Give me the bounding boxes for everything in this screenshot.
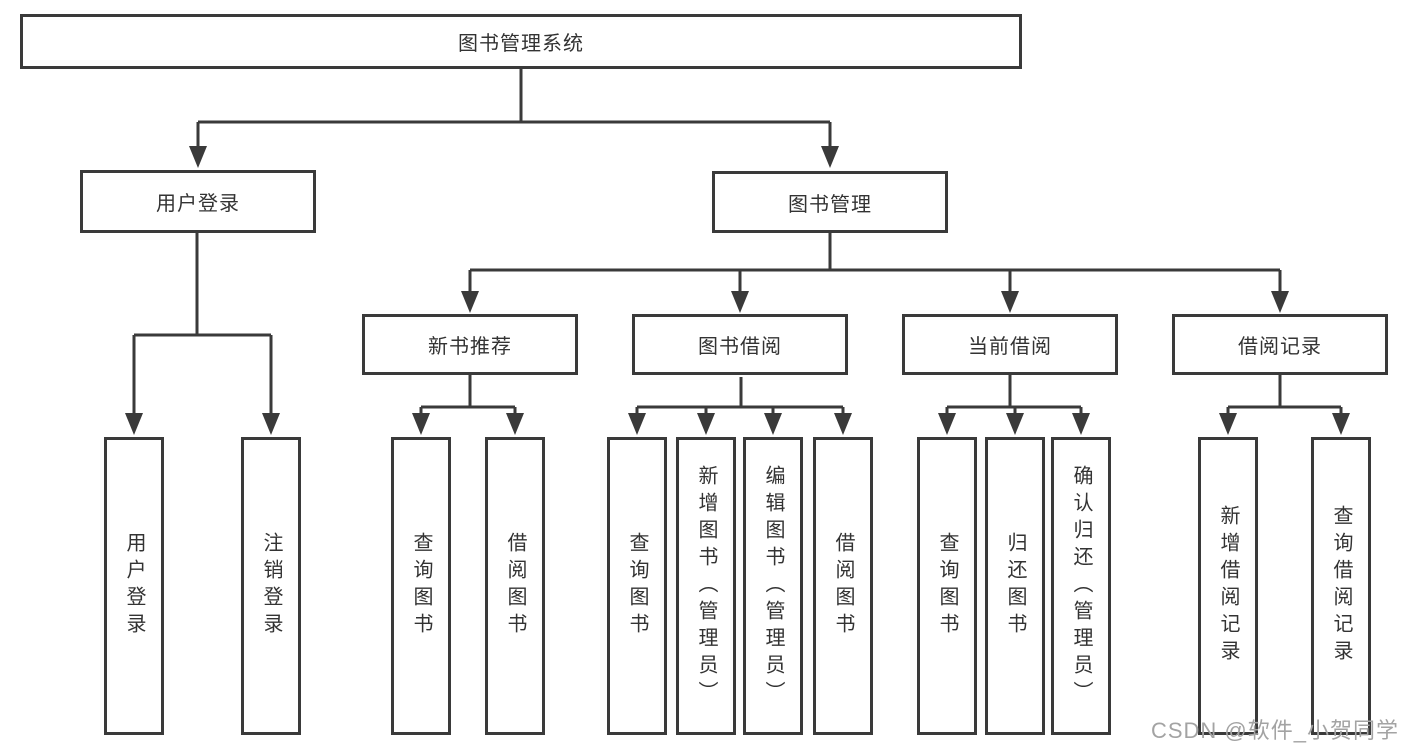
leaf-borrow-books-label: 借阅图书 [832,532,854,640]
tree-edges [132,69,1343,417]
node-library-system: 图书管理系统 [20,14,1022,69]
leaf-query-books-borrow: 查询图书 [607,437,667,735]
leaf-user-login-label: 用户登录 [123,532,145,640]
leaf-borrow-books-recommend-label: 借阅图书 [504,532,526,640]
leaf-user-login: 用户登录 [104,437,164,735]
leaf-logout: 注销登录 [241,437,301,735]
leaf-borrow-books: 借阅图书 [813,437,873,735]
node-borrowing-records-label: 借阅记录 [1238,336,1322,358]
leaf-confirm-return-admin-label: 确认归还（管理员） [1070,464,1092,708]
leaf-query-books-current-label: 查询图书 [936,532,958,640]
leaf-return-books-label: 归还图书 [1004,532,1026,640]
node-current-borrowing: 当前借阅 [902,314,1118,375]
node-book-borrowing: 图书借阅 [632,314,848,375]
node-user-login: 用户登录 [80,170,316,233]
leaf-query-books-recommend-label: 查询图书 [410,532,432,640]
leaf-edit-books-admin: 编辑图书（管理员） [743,437,803,735]
leaf-add-books-admin-label: 新增图书（管理员） [695,464,717,708]
leaf-return-books: 归还图书 [985,437,1045,735]
leaf-confirm-return-admin: 确认归还（管理员） [1051,437,1111,735]
leaf-add-borrow-record-label: 新增借阅记录 [1217,505,1239,667]
leaf-query-borrow-record-label: 查询借阅记录 [1330,505,1352,667]
node-book-borrowing-label: 图书借阅 [698,336,782,358]
watermark: CSDN @软件_小贺同学 [1150,718,1399,743]
node-borrowing-records: 借阅记录 [1172,314,1388,375]
leaf-edit-books-admin-label: 编辑图书（管理员） [762,464,784,708]
leaf-add-borrow-record: 新增借阅记录 [1198,437,1258,735]
node-book-management: 图书管理 [712,171,948,233]
node-current-borrowing-label: 当前借阅 [968,336,1052,358]
node-new-book-recommend: 新书推荐 [362,314,578,375]
leaf-logout-label: 注销登录 [260,532,282,640]
node-new-book-recommend-label: 新书推荐 [428,336,512,358]
node-library-system-label: 图书管理系统 [458,33,584,55]
node-book-management-label: 图书管理 [788,193,872,216]
node-user-login-label: 用户登录 [156,193,240,215]
leaf-borrow-books-recommend: 借阅图书 [485,437,545,735]
leaf-query-books-borrow-label: 查询图书 [626,532,648,640]
leaf-query-books-recommend: 查询图书 [391,437,451,735]
leaf-query-books-current: 查询图书 [917,437,977,735]
leaf-query-borrow-record: 查询借阅记录 [1311,437,1371,735]
leaf-add-books-admin: 新增图书（管理员） [676,437,736,735]
